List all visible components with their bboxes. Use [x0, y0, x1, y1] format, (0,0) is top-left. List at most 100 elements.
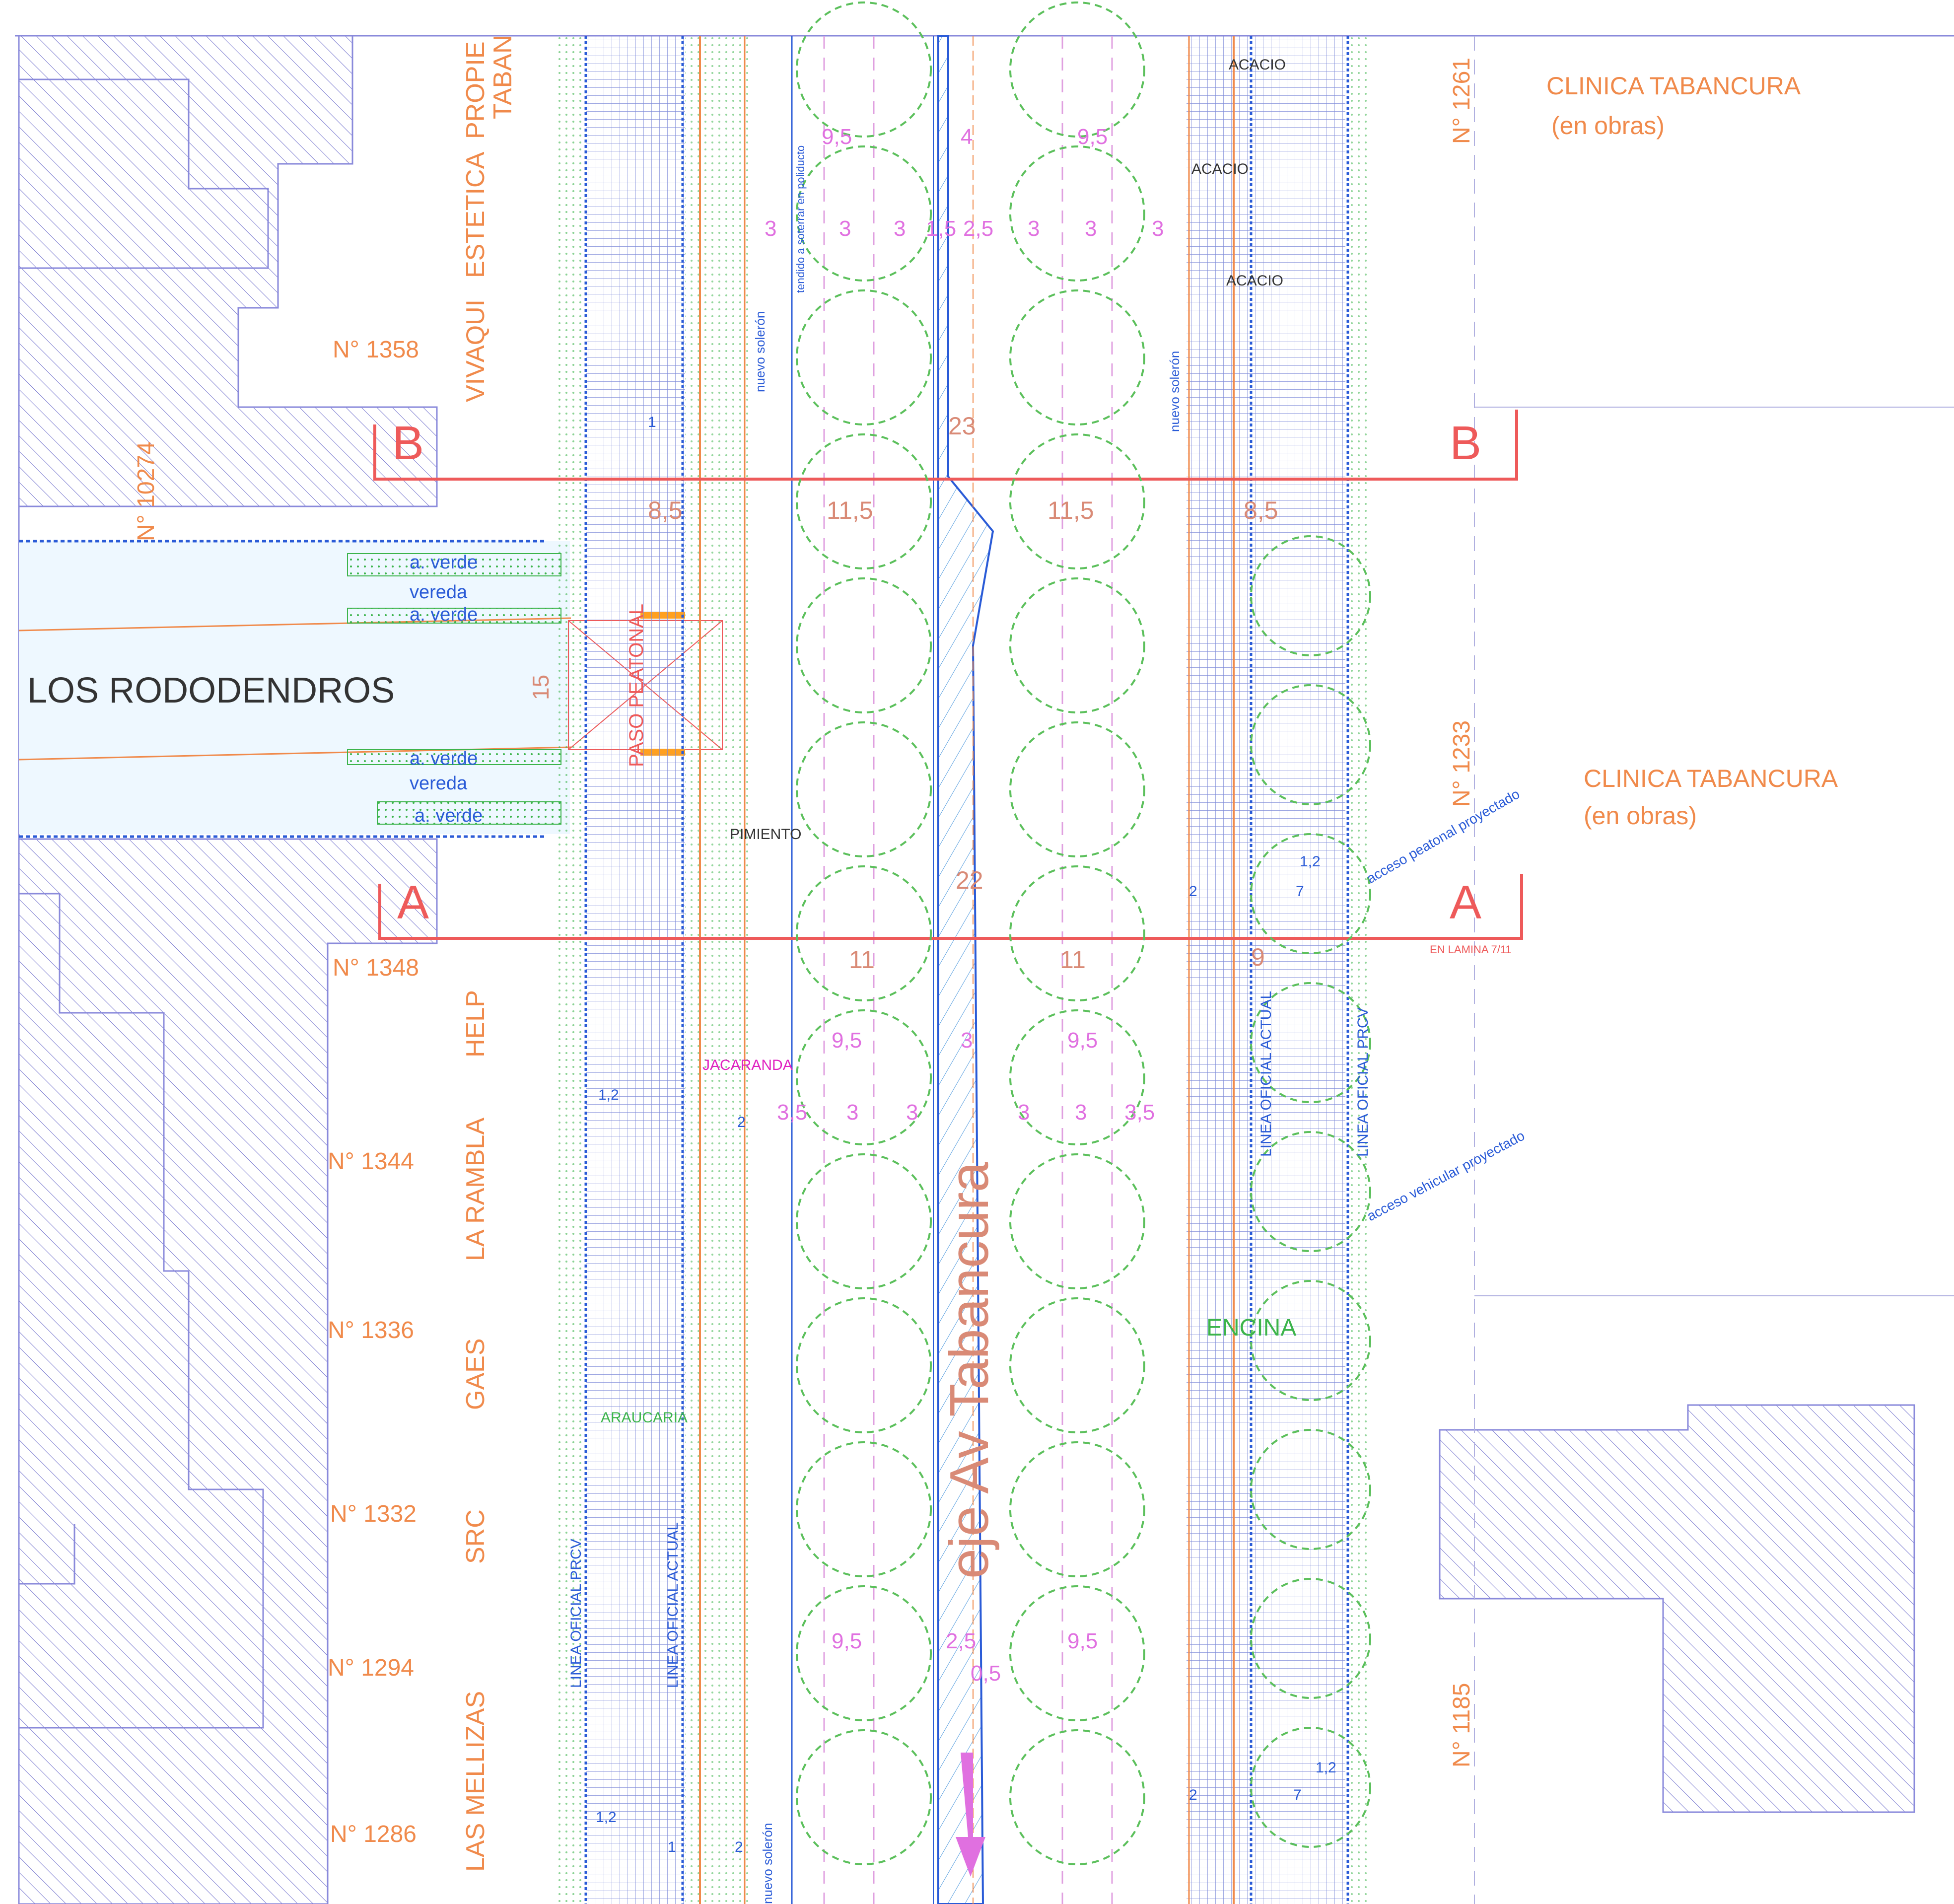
tree-canopy: [796, 145, 932, 282]
label-nuevo-soleron-2: nuevo solerón: [1167, 351, 1182, 432]
tree-canopy: [796, 577, 932, 713]
dim-3-top-6: 3: [1152, 216, 1164, 241]
tree-label-encina: ENCINA: [1206, 1315, 1296, 1341]
label-a-verde-3: a. verde: [410, 748, 478, 769]
tree-canopies: [796, 1, 1371, 1865]
dim-9-5-top-left: 9,5: [822, 125, 852, 149]
dim-2-5-top: 2,5: [963, 216, 993, 241]
store-estetica: ESTETICA: [461, 151, 490, 278]
tree-canopy: [1250, 684, 1371, 805]
dim-3-top-2: 3: [839, 216, 851, 241]
left-number-1332: N° 1332: [330, 1501, 417, 1527]
tree-canopy: [1250, 1578, 1371, 1699]
tree-canopy: [796, 1585, 932, 1721]
label-vereda-2: vereda: [410, 773, 468, 794]
dim-1-2-left: 1,2: [598, 1087, 619, 1103]
tree-canopy: [1009, 865, 1145, 1001]
dim-1-2-left-bottom: 1,2: [596, 1809, 617, 1826]
label-nuevo-soleron-1: nuevo solerón: [753, 311, 768, 392]
tree-canopy: [1250, 982, 1371, 1103]
label-tendido: tendido a soterrar en poliducto: [794, 145, 807, 293]
tree-canopy: [796, 1729, 932, 1865]
tree-canopy: [796, 721, 932, 857]
tree-canopy: [1009, 1153, 1145, 1289]
dim-22: 22: [956, 866, 983, 894]
left-number-1286: N° 1286: [330, 1821, 417, 1847]
dim-3-mid-4: 3: [1075, 1100, 1087, 1125]
dim-3-mid-3: 3: [1018, 1100, 1030, 1125]
right-sidewalk: [1186, 36, 1370, 1904]
dim-0-5-bottom: 0,5: [971, 1661, 1001, 1686]
label-a-verde-4: a. verde: [415, 805, 483, 826]
dim-1-2-right-bottom: 1,2: [1316, 1760, 1336, 1776]
dim-9-right: 9: [1251, 943, 1265, 971]
dim-1-5-top: 1,5: [926, 216, 956, 241]
dim-23: 23: [948, 412, 976, 440]
dim-9-5-bottom-left: 9,5: [832, 1629, 862, 1653]
dim-3-top-3: 3: [894, 216, 906, 241]
dim-3-5-mid-left: 3,5: [777, 1100, 807, 1125]
section-line-b: [373, 410, 1518, 481]
cross-street-name: LOS RODODENDROS: [27, 671, 395, 710]
store-las-mellizas: LAS MELLIZAS: [461, 1691, 490, 1872]
clinic-status-1: (en obras): [1551, 112, 1665, 140]
dim-11-left: 11: [849, 946, 875, 974]
tree-label-acacio-1: ACACIO: [1229, 57, 1286, 73]
tree-canopy: [1009, 1585, 1145, 1721]
label-linea-oficial-prcv-left: LINEA OFICIAL PRCV: [568, 1539, 584, 1688]
left-sidewalk: [556, 36, 793, 1904]
tree-canopy: [796, 1297, 932, 1433]
dim-9-5-mid-right: 9,5: [1067, 1028, 1098, 1053]
tree-label-araucaria: ARAUCARIA: [601, 1410, 688, 1426]
dim-15: 15: [528, 675, 554, 700]
tree-canopy: [796, 865, 932, 1001]
dim-3-mid-2: 3: [906, 1100, 918, 1125]
dim-1-left-top: 1: [648, 414, 656, 430]
tree-canopy: [1009, 145, 1145, 282]
tree-canopy: [796, 1009, 932, 1145]
dim-4-top: 4: [961, 125, 973, 149]
tree-canopy: [796, 289, 932, 425]
tree-canopy: [1009, 1009, 1145, 1145]
left-number-1294: N° 1294: [328, 1655, 414, 1681]
left-number-1348: N° 1348: [333, 955, 419, 981]
tree-canopy: [1250, 1280, 1371, 1401]
section-a-right: A: [1450, 876, 1481, 929]
tree-canopy: [1009, 1441, 1145, 1577]
dim-9-5-top-right: 9,5: [1077, 125, 1108, 149]
tree-canopy: [1009, 433, 1145, 569]
section-b-left: B: [392, 417, 424, 470]
store-taban: TABAN: [488, 35, 517, 119]
label-a-verde-2: a. verde: [410, 604, 478, 625]
dim-2-right-top: 2: [1189, 883, 1197, 900]
dim-2-right-bottom: 2: [1189, 1787, 1197, 1803]
right-lot-lines: [1474, 407, 1954, 1296]
left-number-1344: N° 1344: [328, 1148, 414, 1175]
dim-3-5-mid-right: 3,5: [1124, 1100, 1155, 1125]
tree-canopy: [1250, 1727, 1371, 1848]
dim-3-top-5: 3: [1085, 216, 1097, 241]
section-a-left: A: [397, 876, 429, 929]
dim-3-top-1: 3: [765, 216, 776, 241]
label-vereda-1: vereda: [410, 582, 468, 603]
store-gaes: GAES: [461, 1339, 490, 1410]
label-paso-peatonal: PASO PEATONAL: [626, 604, 647, 767]
right-building: [1439, 1404, 1915, 1813]
tree-label-acacio-2: ACACIO: [1191, 161, 1249, 177]
tree-canopy: [1009, 1297, 1145, 1433]
label-linea-oficial-prcv-right: LINEA OFICIAL PRCV: [1355, 1007, 1371, 1157]
main-axis-label: eje Av Tabancura: [939, 1161, 1000, 1579]
label-linea-oficial-actual-left: LINEA OFICIAL ACTUAL: [665, 1522, 681, 1688]
dim-8-5-right: 8,5: [1244, 496, 1278, 524]
clinic-name-2: CLINICA TABANCURA: [1584, 765, 1838, 792]
tree-canopy: [1009, 577, 1145, 713]
dim-3-mid-center: 3: [961, 1028, 973, 1053]
label-linea-oficial-actual-right: LINEA OFICIAL ACTUAL: [1258, 991, 1274, 1157]
label-a-verde-1: a. verde: [410, 552, 478, 573]
central-median: [933, 35, 994, 1904]
store-la-rambla: LA RAMBLA: [461, 1118, 490, 1261]
store-help: HELP: [461, 990, 490, 1058]
dim-2-left-bottom: 2: [735, 1839, 743, 1855]
dim-9-5-mid-left: 9,5: [832, 1028, 862, 1053]
dim-7-right-bottom: 7: [1293, 1787, 1302, 1803]
